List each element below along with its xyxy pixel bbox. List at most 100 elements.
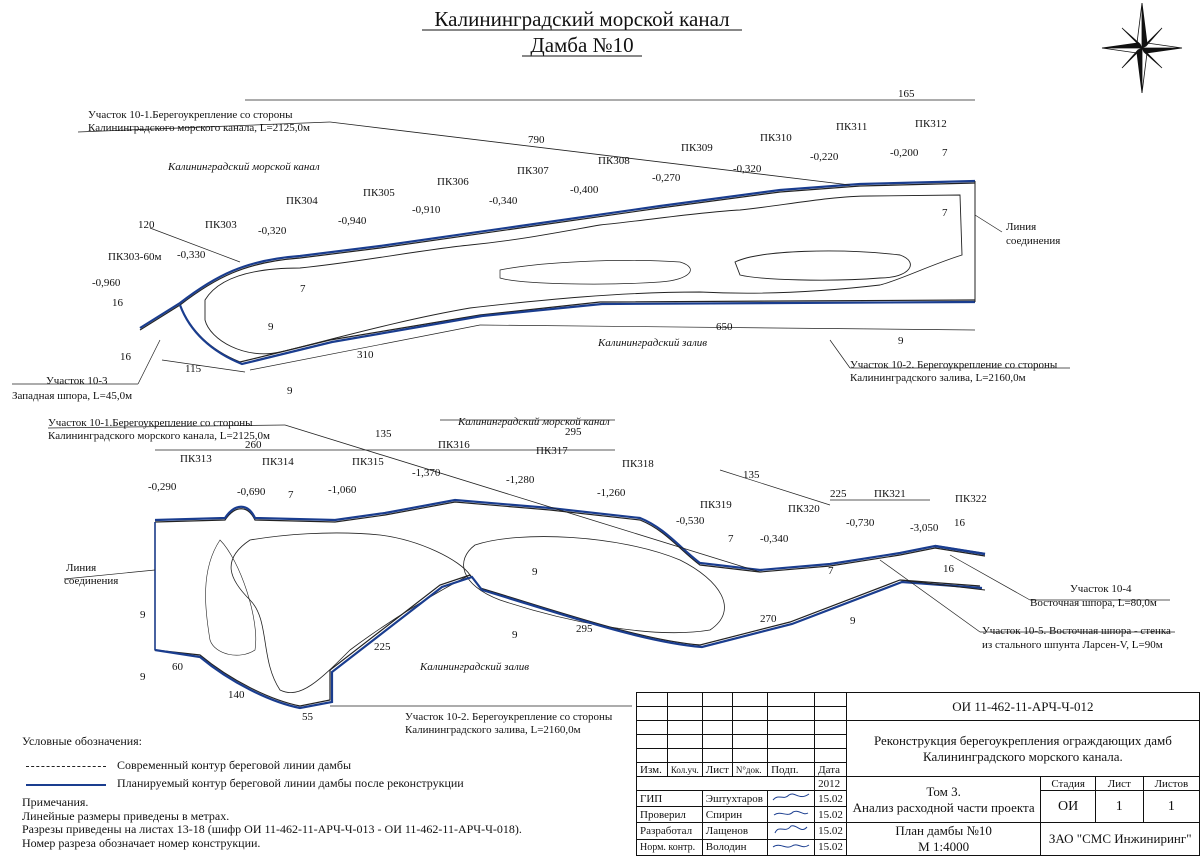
lower-section-10-2-line2: Калининградского залива, L=2160,0м xyxy=(405,724,581,736)
dimension-label: 16 xyxy=(954,517,966,529)
dimension-label: 120 xyxy=(138,219,155,231)
picket-label: ПК312 xyxy=(915,118,947,130)
upper-section-10-1-line2: Калининградского морского канала, L=2125… xyxy=(88,122,310,134)
lower-section-10-4-line1: Участок 10-4 xyxy=(1070,583,1132,595)
upper-section-10-2-line2: Калининградского залива, L=2160,0м xyxy=(850,372,1026,384)
dimension-label: 165 xyxy=(898,88,915,100)
stamp-sheets-header: Листов xyxy=(1142,776,1200,791)
stamp-company: ЗАО "СМС Инжиниринг" xyxy=(1040,822,1200,856)
depth-mark: -0,940 xyxy=(338,215,367,227)
stamp-date: 15.02 xyxy=(814,822,847,840)
picket-label: ПК310 xyxy=(760,132,792,144)
upper-canal-label: Калининградский морской канал xyxy=(167,161,320,173)
depth-mark: -0,690 xyxy=(237,486,266,498)
dimension-label: 9 xyxy=(140,609,146,621)
depth-mark: -1,370 xyxy=(412,467,441,479)
stamp-project-line2: Калининградского морского канала. xyxy=(923,748,1123,764)
lower-section-10-5-line2: из стального шпунта Ларсен-V, L=90м xyxy=(982,639,1163,651)
stamp-sheet: 1 xyxy=(1094,790,1144,823)
dimension-label: 7 xyxy=(828,565,834,577)
dimension-label: 7 xyxy=(728,533,734,545)
depth-mark: -0,910 xyxy=(412,204,441,216)
picket-label: ПК318 xyxy=(622,458,654,470)
stamp-header-cell: Подп. xyxy=(767,762,816,777)
dimension-label: 115 xyxy=(185,363,202,375)
picket-label: ПК313 xyxy=(180,453,212,465)
upper-section-10-2-line1: Участок 10-2. Берегоукрепление со сторон… xyxy=(850,359,1058,371)
lower-section-10-1-line1: Участок 10-1.Берегоукрепление со стороны xyxy=(48,417,253,429)
legend-current-line-icon xyxy=(26,766,106,767)
picket-label: ПК322 xyxy=(955,493,987,505)
upper-bay-label: Калининградский залив xyxy=(597,337,707,349)
picket-label: ПК311 xyxy=(836,121,867,133)
picket-label: ПК321 xyxy=(874,488,906,500)
stamp-sheet-title-line1: План дамбы №10 xyxy=(895,823,992,838)
picket-label: ПК307 xyxy=(517,165,549,177)
stamp-date: 15.02 xyxy=(814,838,847,856)
dimension-label: 16 xyxy=(120,351,132,363)
depth-mark: -0,320 xyxy=(258,225,287,237)
picket-label: ПК304 xyxy=(286,195,318,207)
stamp-volume-line1: Том 3. xyxy=(926,783,961,799)
upper-section-10-3-line1: Участок 10-3 xyxy=(46,375,108,387)
dimension-label: 295 xyxy=(565,426,582,438)
legend-heading: Условные обозначения: xyxy=(22,734,143,748)
stamp-name: Володин xyxy=(701,838,769,856)
dimension-label: 135 xyxy=(743,469,760,481)
picket-label: ПК319 xyxy=(700,499,732,511)
picket-label: ПК314 xyxy=(262,456,294,468)
dimension-label: 7 xyxy=(288,489,294,501)
lower-section-10-4-line2: Восточная шпора, L=80,0м xyxy=(1030,597,1157,609)
depth-mark: -0,530 xyxy=(676,515,705,527)
lower-section-10-2-line1: Участок 10-2. Берегоукрепление со сторон… xyxy=(405,711,613,723)
dimension-label: 270 xyxy=(760,613,777,625)
signature-icon xyxy=(767,822,816,840)
stamp-header-cell: Дата xyxy=(814,762,847,777)
picket-label: ПК317 xyxy=(536,445,568,457)
lower-canal-label: Калининградский морской канал xyxy=(457,416,610,428)
stamp-role: Проверил xyxy=(636,806,703,823)
signature-icon xyxy=(767,790,816,807)
upper-junction-line2: соединения xyxy=(1006,235,1060,247)
lower-junction-line2: соединения xyxy=(64,575,118,587)
stamp-project: Реконструкция берегоукрепления ограждающ… xyxy=(845,720,1200,777)
stamp-role: Разработал xyxy=(636,822,703,840)
stamp-header-cell: Лист xyxy=(701,762,733,777)
dimension-label: 9 xyxy=(532,566,538,578)
dimension-label: 55 xyxy=(302,711,314,723)
picket-label: ПК316 xyxy=(438,439,470,451)
stamp-volume: Том 3. Анализ расходной части проекта xyxy=(845,776,1042,823)
depth-mark: -0,320 xyxy=(733,163,762,175)
dimension-label: 260 xyxy=(245,439,262,451)
legend: Условные обозначения: Современный контур… xyxy=(22,734,622,793)
stamp-code: ОИ 11-462-11-АРЧ-Ч-012 xyxy=(845,692,1200,721)
stamp-project-line1: Реконструкция берегоукрепления ограждающ… xyxy=(873,732,1172,748)
dimension-label: 9 xyxy=(287,385,293,397)
picket-label: ПК305 xyxy=(363,187,395,199)
depth-mark: -0,340 xyxy=(760,533,789,545)
stamp-name: Спирин xyxy=(701,806,769,823)
dimension-label: 9 xyxy=(268,321,274,333)
notes: Примечания. Линейные размеры приведены в… xyxy=(22,795,522,850)
dimension-label: 7 xyxy=(942,147,948,159)
stamp-year: 2012 xyxy=(814,776,847,791)
dimension-label: 790 xyxy=(528,134,545,146)
stamp-role: Норм. контр. xyxy=(636,838,703,856)
depth-mark: -0,340 xyxy=(489,195,518,207)
note-line: Линейные размеры приведены в метрах. xyxy=(22,808,230,823)
dimension-label: 7 xyxy=(942,207,948,219)
picket-label: ПК320 xyxy=(788,503,820,515)
title-line1: Калининградский морской канал xyxy=(434,7,729,31)
picket-label: ПК303-60м xyxy=(108,251,161,263)
depth-mark: -0,330 xyxy=(177,249,206,261)
stamp-sheets: 1 xyxy=(1142,790,1200,823)
depth-mark: -1,060 xyxy=(328,484,357,496)
stamp-sheet-title: План дамбы №10 М 1:4000 xyxy=(845,822,1042,856)
depth-mark: -3,050 xyxy=(910,522,939,534)
lower-labels: Участок 10-1.Берегоукрепление со стороны… xyxy=(48,416,1171,736)
stamp-date: 15.02 xyxy=(814,790,847,807)
note-line: Разрезы приведены на листах 13-18 (шифр … xyxy=(22,822,522,836)
compass-rose-icon xyxy=(1101,2,1183,94)
legend-planned-line-icon xyxy=(26,784,106,786)
